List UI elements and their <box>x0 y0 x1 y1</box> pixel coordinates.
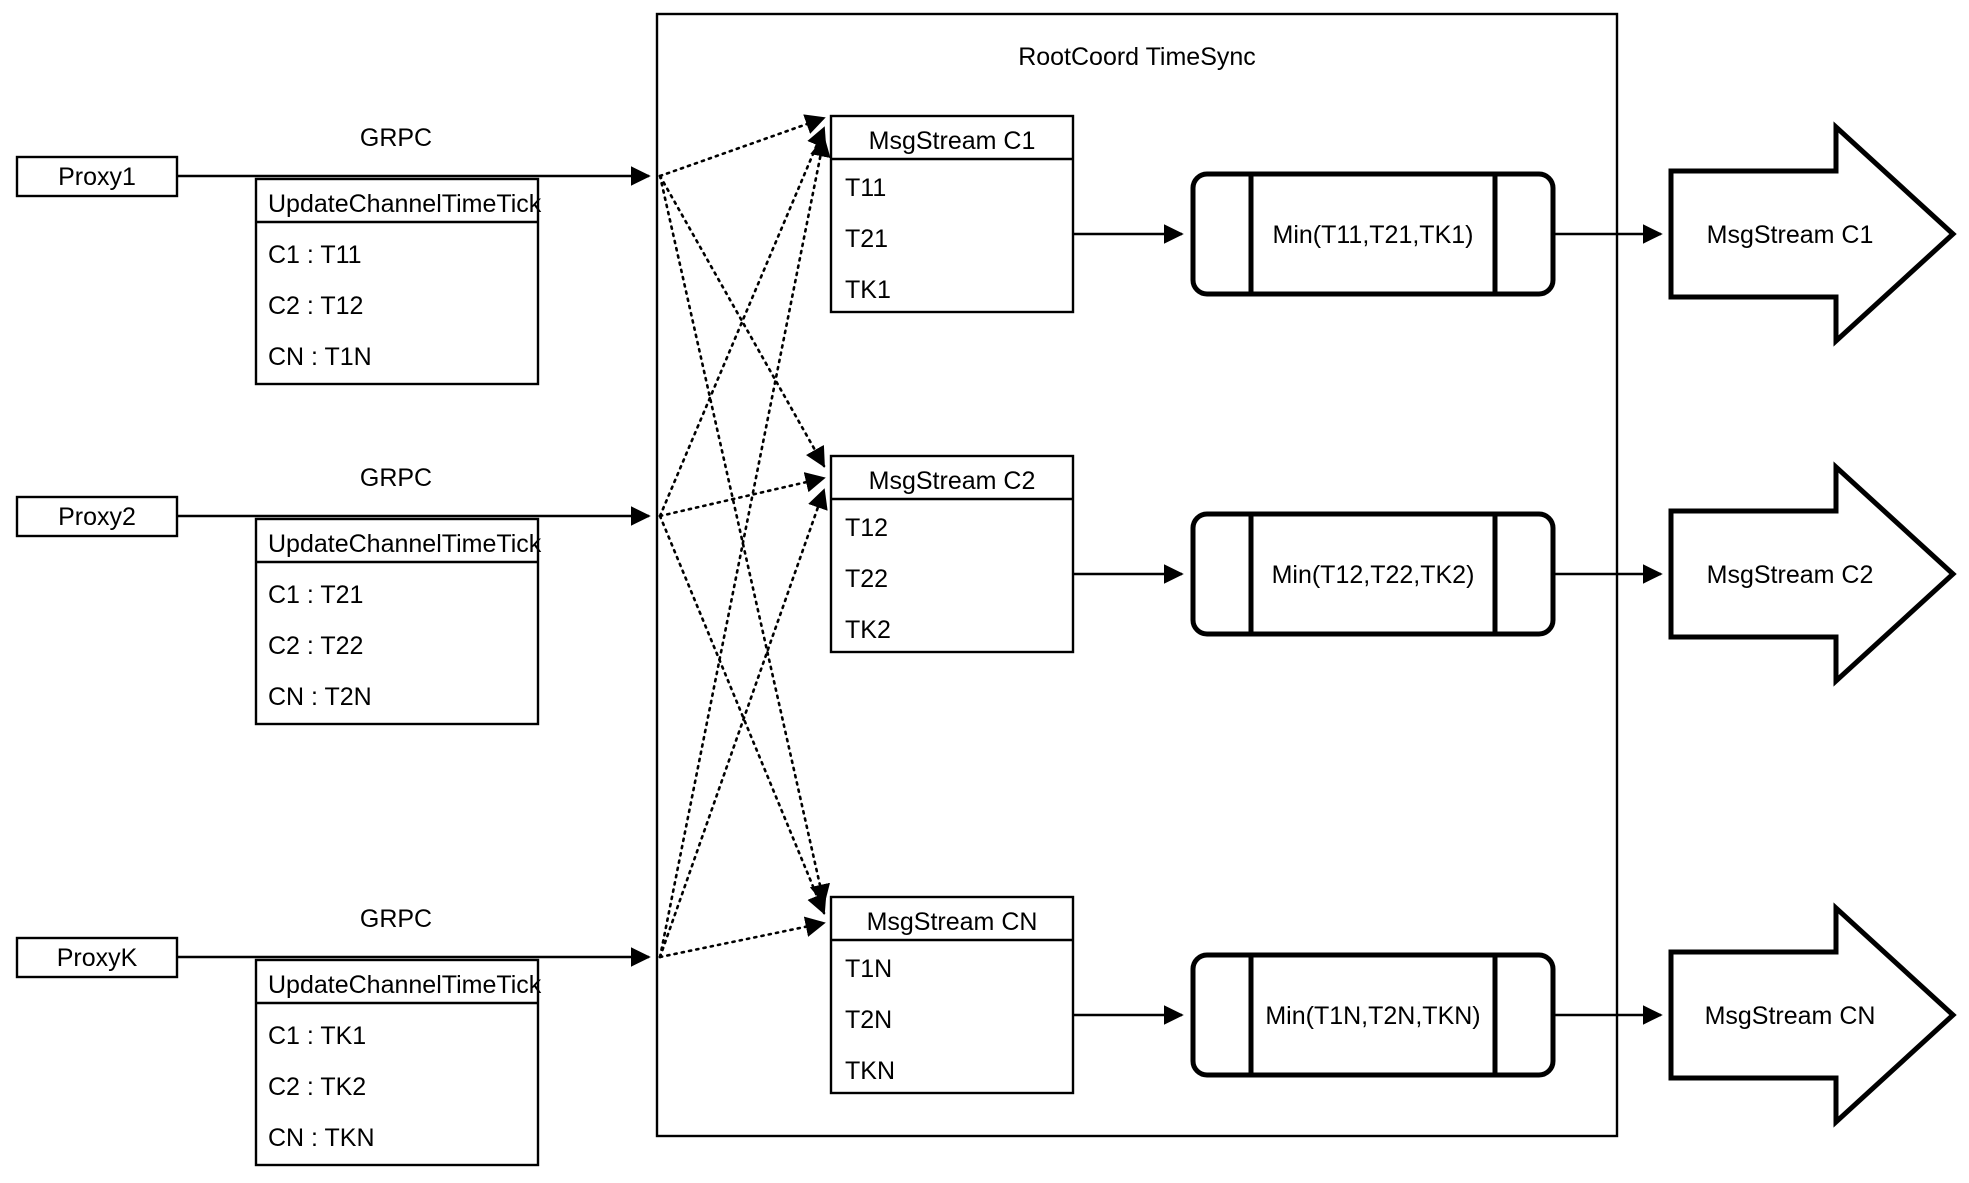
dotted-link-p1-c1 <box>658 114 826 178</box>
update-channel-timetick-entry-1-0: C1 : T11 <box>268 241 362 269</box>
msgstream-entry-1-0: T11 <box>845 174 886 202</box>
dotted-link-p2-c1 <box>658 126 827 518</box>
update-channel-timetick-box-3 <box>254 958 540 1167</box>
update-channel-timetick-box-1 <box>254 177 540 386</box>
update-channel-timetick-entry-1-2: CN : T1N <box>268 343 372 371</box>
dotted-link-pk-cn <box>658 916 826 959</box>
output-label-3: MsgStream CN <box>1705 1002 1876 1030</box>
proxy-box-3[interactable] <box>15 936 179 979</box>
dotted-link-p1-cn <box>658 174 831 905</box>
update-channel-timetick-box-2 <box>254 517 540 726</box>
dotted-link-pk-c1 <box>658 136 831 959</box>
msgstream-box-3 <box>829 895 1075 1095</box>
min-process-label-2: Min(T12,T22,TK2) <box>1272 561 1475 589</box>
update-channel-timetick-title-1: UpdateChannelTimeTick <box>268 190 542 218</box>
update-channel-timetick-entry-1-1: C2 : T12 <box>268 292 363 320</box>
update-channel-timetick-title-2: UpdateChannelTimeTick <box>268 530 542 558</box>
msgstream-entry-1-2: TK1 <box>845 276 891 304</box>
grpc-label-3: GRPC <box>360 905 432 933</box>
output-label-1: MsgStream C1 <box>1707 221 1874 249</box>
min-process-label-1: Min(T11,T21,TK1) <box>1273 221 1474 249</box>
proxy-label-3: ProxyK <box>57 944 138 972</box>
dotted-link-pk-c2 <box>658 488 828 959</box>
grpc-label-1: GRPC <box>360 124 432 152</box>
output-block-arrow-1 <box>1668 121 1957 347</box>
msgstream-title-1: MsgStream C1 <box>869 127 1036 155</box>
msgstream-entry-3-0: T1N <box>845 955 892 983</box>
proxy-label-2: Proxy2 <box>58 503 136 531</box>
output-block-arrow-2 <box>1668 461 1957 687</box>
msgstream-entry-3-2: TKN <box>845 1057 895 1085</box>
update-channel-timetick-entry-3-1: C2 : TK2 <box>268 1073 366 1101</box>
msgstream-entry-1-1: T21 <box>845 225 888 253</box>
update-channel-timetick-entry-2-2: CN : T2N <box>268 683 372 711</box>
update-channel-timetick-entry-2-0: C1 : T21 <box>268 581 363 609</box>
msgstream-box-1 <box>829 114 1075 314</box>
output-block-arrow-3 <box>1668 902 1957 1128</box>
update-channel-timetick-title-3: UpdateChannelTimeTick <box>268 971 542 999</box>
update-channel-timetick-entry-3-2: CN : TKN <box>268 1124 375 1152</box>
msgstream-box-2 <box>829 454 1075 654</box>
update-channel-timetick-entry-2-1: C2 : T22 <box>268 632 363 660</box>
msgstream-entry-2-0: T12 <box>845 514 888 542</box>
min-process-label-3: Min(T1N,T2N,TKN) <box>1265 1002 1480 1030</box>
dotted-link-p2-cn <box>658 514 827 915</box>
grpc-label-2: GRPC <box>360 464 432 492</box>
msgstream-entry-2-1: T22 <box>845 565 888 593</box>
update-channel-timetick-entry-3-0: C1 : TK1 <box>268 1022 366 1050</box>
msgstream-title-2: MsgStream C2 <box>869 467 1036 495</box>
proxy-box-1[interactable] <box>15 155 179 198</box>
dotted-link-p2-c2 <box>658 472 826 518</box>
msgstream-entry-3-1: T2N <box>845 1006 892 1034</box>
output-label-2: MsgStream C2 <box>1707 561 1874 589</box>
container-title: RootCoord TimeSync <box>1018 43 1256 71</box>
msgstream-entry-2-2: TK2 <box>845 616 891 644</box>
proxy-label-1: Proxy1 <box>58 163 136 191</box>
msgstream-title-3: MsgStream CN <box>867 908 1038 936</box>
